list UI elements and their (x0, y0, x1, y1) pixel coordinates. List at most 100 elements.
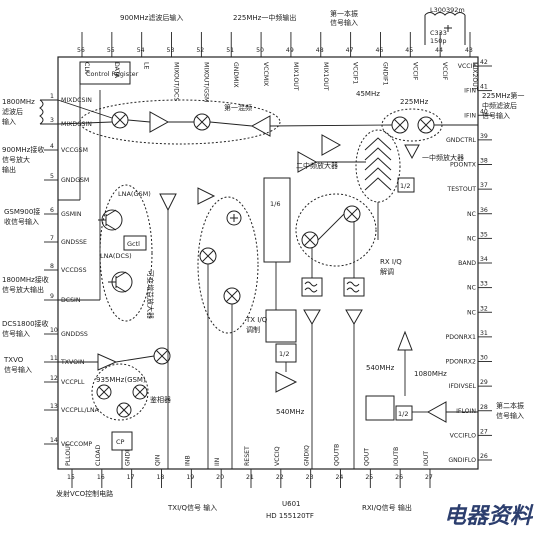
pin-number: 41 (480, 84, 488, 91)
mixer-symbol (193, 113, 211, 131)
pin-number: 6 (50, 207, 54, 214)
mixer1-region (79, 99, 281, 145)
pin-number: 35 (480, 231, 488, 238)
label-dcs1800-in2: 信号输入 (2, 329, 30, 338)
pin-name: RESET (244, 446, 251, 466)
pin-number: 48 (316, 47, 324, 54)
label-cap: C333 (430, 29, 447, 37)
pin-name: GNDIF1 (381, 62, 388, 86)
pin-name: CLOAD (95, 444, 102, 466)
pin-name: IFLOIN (456, 408, 476, 415)
pin-name: VCCCOMP (61, 441, 92, 448)
pin-name: NC (467, 211, 476, 218)
cp-label: CP (116, 438, 125, 446)
pin-name: GNDGSM (61, 177, 89, 184)
pin-name: GNDSSE (61, 239, 87, 246)
label-dcs1800-filter: 1800MHz (2, 98, 35, 106)
pin-number: 47 (346, 47, 354, 54)
bottom-pin-row: 15PLLOUT16CLOAD17GNDI18QIN19INB20IIN21RE… (65, 442, 433, 488)
amp-symbol (303, 309, 321, 326)
label-rx-iq-demod2: 解调 (380, 267, 394, 276)
label-tx-iq-mod: TX I/Q (245, 316, 268, 324)
label-gsm900-lna-out: 900MHz接收 (2, 145, 44, 154)
label-dcs1800-filter3: 输入 (2, 117, 16, 126)
pin-name: VCCIQ (274, 446, 281, 466)
pin-number: 45 (405, 47, 413, 54)
pin-name: MIXOUT/GSM (202, 62, 209, 102)
pin-number: 22 (276, 474, 284, 481)
pin-name: CLK (83, 62, 90, 75)
pin-number: 53 (167, 47, 175, 54)
if1-amp-symbol (404, 144, 420, 160)
label-var-gain: 可变增益放大器 (146, 270, 155, 319)
pin-number: 46 (375, 47, 383, 54)
pin-number: 32 (480, 305, 488, 312)
transistor-symbol (98, 209, 123, 231)
pin-number: 30 (480, 355, 488, 362)
pin-name: IOUT (423, 451, 430, 466)
pin-name: GNDMIX (232, 62, 239, 88)
watermark: 电器资料 (444, 504, 534, 529)
mixer-symbol (111, 111, 129, 129)
label-if1-filter-in: 225MHz第一 (482, 91, 524, 100)
control-register-block (79, 61, 131, 85)
pin-number: 24 (336, 474, 344, 481)
label-dcs1800-lna-out: 1800MHz接收 (2, 275, 49, 284)
label-gsm900-in: GSM900接 (4, 207, 40, 216)
pin-number: 36 (480, 207, 488, 214)
pin-name: VCCDSS (61, 267, 87, 274)
pin-name: VCCGSM (61, 147, 88, 154)
label-lna-dcs: LNA(DCS) (100, 252, 132, 260)
pin-name: VCCIF (411, 62, 418, 81)
pin-number: 3 (50, 117, 54, 124)
if-filter-region (355, 129, 401, 203)
amp-symbol (275, 371, 298, 393)
amp-symbol (321, 134, 342, 156)
mixer-symbol (343, 205, 361, 223)
pin-number: 17 (127, 474, 135, 481)
pin-name: MIXDCSIN (61, 121, 92, 128)
label-225mhz: 225MHz (400, 98, 429, 106)
top-pin-row: 56CLK55DATA54LE53MIXOUT/DCS52MIXOUT/GSM5… (77, 32, 478, 102)
label-if1-amp: 一中频放大器 (422, 153, 464, 162)
pin-number: 15 (67, 474, 75, 481)
pin-number: 5 (50, 173, 54, 180)
divider-half-block (397, 177, 415, 193)
label-dcs1800-filter2: 滤波后 (2, 107, 23, 116)
pin-name: VCCMIX (262, 62, 269, 87)
label-lo-900-input: 900MHz滤波后输入 (120, 13, 183, 22)
pin-name: MIXDCSIN (61, 97, 92, 104)
pin-number: 10 (50, 327, 58, 334)
filter-icon (343, 277, 365, 297)
pin-number: 16 (97, 474, 105, 481)
pin-number: 50 (256, 47, 264, 54)
pin-number: 8 (50, 263, 54, 270)
pin-name: TESTOUT (446, 186, 476, 193)
divider-half-label: 1/2 (400, 182, 410, 190)
pin-name: GNDCTRL (446, 137, 477, 144)
pin-name: DCSIN (61, 297, 81, 304)
mixer-symbol (116, 402, 132, 418)
amp-symbol (426, 401, 447, 423)
pin-name: PLLOUT (65, 442, 72, 466)
pin-number: 27 (425, 474, 433, 481)
if2-amp-symbol (297, 151, 318, 173)
pin-number: 37 (480, 182, 488, 189)
pin-name: PDONRX2 (446, 359, 477, 366)
pin-name: VCCPLL (61, 379, 85, 386)
lna-region (99, 184, 153, 322)
pin-number: 39 (480, 133, 488, 140)
right-pin-column: 42VCCIF41IFIN40IFIN39GNDCTRL38PDONTX37TE… (446, 59, 492, 464)
pin-number: 44 (435, 47, 443, 54)
transistor-symbol (108, 271, 133, 293)
pin-name: GNDIFLO (448, 457, 476, 464)
pin-number: 26 (480, 453, 488, 460)
pin-number: 43 (465, 47, 473, 54)
label-540mhz-b: 540MHz (366, 364, 395, 372)
buffer-amp-symbol (149, 111, 170, 133)
pin-name: IIN (214, 457, 221, 466)
amp-symbol (197, 187, 216, 205)
gctl-label: Gctl (127, 240, 140, 248)
label-dcs1800-lna-out2: 信号放大输出 (2, 285, 44, 294)
